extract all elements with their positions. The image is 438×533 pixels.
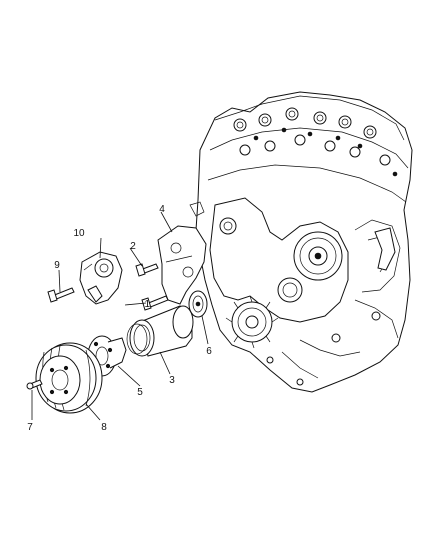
- callout-5: 5: [137, 387, 143, 398]
- callout-4: 4: [159, 204, 165, 215]
- callout-1: 1: [144, 299, 150, 310]
- bolt-9: [47, 287, 75, 303]
- callout-7: 7: [27, 422, 33, 433]
- bolt-7: [26, 379, 43, 390]
- callout-6: 6: [206, 346, 212, 357]
- damper-pulley-8: [35, 342, 103, 414]
- callout-10: 10: [73, 228, 85, 239]
- mounting-bracket: [157, 225, 207, 305]
- bearing-6: [188, 290, 208, 318]
- belt-tensioner: [79, 251, 123, 305]
- bolt-2: [135, 263, 159, 277]
- callout-8: 8: [101, 422, 107, 433]
- engine-block: [189, 91, 413, 393]
- callout-9: 9: [54, 260, 60, 271]
- pulley-ring-3: [126, 305, 194, 357]
- leader-lines: [31, 211, 209, 421]
- bolt-1: [141, 295, 169, 311]
- callout-2: 2: [130, 241, 136, 252]
- callout-3: 3: [169, 375, 175, 386]
